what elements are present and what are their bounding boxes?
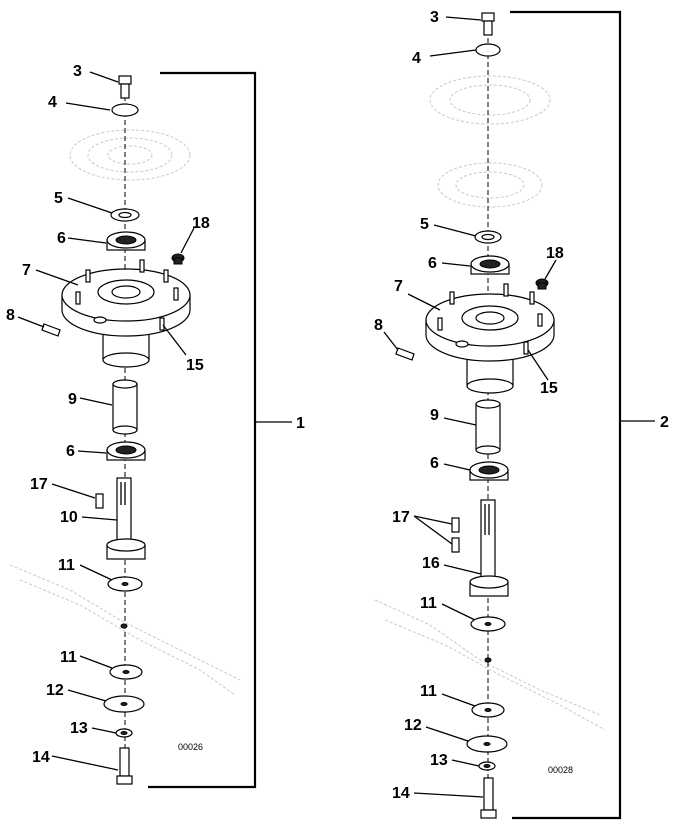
left-part-spacer-tube bbox=[112, 379, 138, 435]
right-callout-17: 17 bbox=[392, 509, 410, 526]
left-callout-15: 15 bbox=[186, 357, 204, 374]
right-part-spindle-shaft bbox=[469, 499, 509, 597]
left-part-bearing-top bbox=[106, 231, 146, 251]
right-callout-7: 7 bbox=[394, 278, 403, 295]
left-part-bearing-bottom bbox=[106, 441, 146, 461]
right-callout-15: 15 bbox=[540, 380, 558, 397]
right-part-washer-large-hole bbox=[483, 742, 491, 746]
left-callout-6a: 6 bbox=[57, 230, 66, 247]
left-callout-4: 4 bbox=[48, 94, 57, 111]
left-part-spacer bbox=[110, 208, 140, 222]
right-part-bolt-bottom bbox=[480, 777, 497, 819]
right-part-key-a bbox=[451, 517, 460, 533]
right-part-key-b bbox=[451, 537, 460, 553]
right-part-spacer-tube bbox=[475, 399, 501, 455]
left-part-key bbox=[95, 493, 104, 509]
left-callout-5: 5 bbox=[54, 190, 63, 207]
right-part-washer-top bbox=[475, 43, 501, 57]
left-part-grease-fitting bbox=[171, 253, 185, 265]
right-part-small-ring bbox=[484, 657, 492, 663]
left-callout-14: 14 bbox=[32, 749, 50, 766]
right-bracket bbox=[510, 10, 622, 820]
right-ghost-blades bbox=[374, 75, 606, 731]
right-part-pin bbox=[395, 340, 469, 361]
right-callout-9: 9 bbox=[430, 407, 439, 424]
left-callout-18: 18 bbox=[192, 215, 210, 232]
left-callout-9: 9 bbox=[68, 391, 77, 408]
left-assembly: 3 4 5 6 18 7 8 15 9 6 17 10 11 11 12 13 … bbox=[6, 63, 305, 789]
right-part-spindle-housing bbox=[425, 283, 555, 394]
left-callout-11a: 11 bbox=[58, 557, 75, 574]
left-ghost-blade bbox=[9, 129, 241, 696]
left-part-bolt-top bbox=[118, 75, 132, 99]
left-callout-7: 7 bbox=[22, 262, 31, 279]
right-callout-18: 18 bbox=[546, 245, 564, 262]
left-callout-6b: 6 bbox=[66, 443, 75, 460]
right-callout-3: 3 bbox=[430, 9, 439, 26]
right-assembly: 3 4 5 6 18 7 8 15 9 6 17 16 11 11 12 13 … bbox=[374, 9, 669, 820]
left-part-washer-b-hole bbox=[122, 670, 130, 674]
right-callout-14: 14 bbox=[392, 785, 410, 802]
left-callout-17: 17 bbox=[30, 476, 48, 493]
right-callout-5: 5 bbox=[420, 216, 429, 233]
right-part-bearing-top bbox=[470, 255, 510, 275]
right-callout-6b: 6 bbox=[430, 455, 439, 472]
left-assembly-ref: 1 bbox=[296, 415, 305, 432]
right-assembly-ref: 2 bbox=[660, 414, 669, 431]
left-part-nut bbox=[115, 728, 133, 738]
right-part-grease-fitting bbox=[535, 278, 549, 290]
left-callout-10: 10 bbox=[60, 509, 78, 526]
left-callout-12: 12 bbox=[46, 682, 64, 699]
right-part-spacer bbox=[474, 230, 502, 244]
left-callout-11b: 11 bbox=[60, 649, 77, 666]
left-callout-13: 13 bbox=[70, 720, 88, 737]
right-callout-12: 12 bbox=[404, 717, 422, 734]
right-part-bearing-bottom bbox=[469, 461, 509, 481]
right-callout-13: 13 bbox=[430, 752, 448, 769]
right-callout-6a: 6 bbox=[428, 255, 437, 272]
left-part-washer-a-hole bbox=[121, 582, 129, 586]
left-callout-8: 8 bbox=[6, 307, 15, 324]
left-callout-3: 3 bbox=[73, 63, 82, 80]
right-callout-11b: 11 bbox=[420, 683, 437, 700]
left-part-pin bbox=[41, 316, 107, 337]
right-callout-11a: 11 bbox=[420, 595, 437, 612]
right-part-nut bbox=[478, 761, 496, 771]
right-callout-8: 8 bbox=[374, 317, 383, 334]
right-part-washer-b-hole bbox=[484, 708, 492, 712]
left-part-small-ring bbox=[120, 623, 128, 629]
right-part-bolt-top bbox=[481, 12, 495, 36]
right-part-washer-a-hole bbox=[484, 622, 492, 626]
left-part-washer-large-hole bbox=[120, 702, 128, 706]
right-figure-code: 00028 bbox=[548, 765, 573, 775]
left-part-washer-top bbox=[111, 103, 139, 117]
left-part-spindle-shaft bbox=[106, 477, 146, 560]
left-part-spindle-housing bbox=[61, 259, 191, 368]
left-bracket bbox=[148, 71, 257, 789]
left-figure-code: 00026 bbox=[178, 742, 203, 752]
left-part-bolt-bottom bbox=[116, 747, 133, 785]
right-callout-16: 16 bbox=[422, 555, 440, 572]
right-callout-4: 4 bbox=[412, 50, 421, 67]
